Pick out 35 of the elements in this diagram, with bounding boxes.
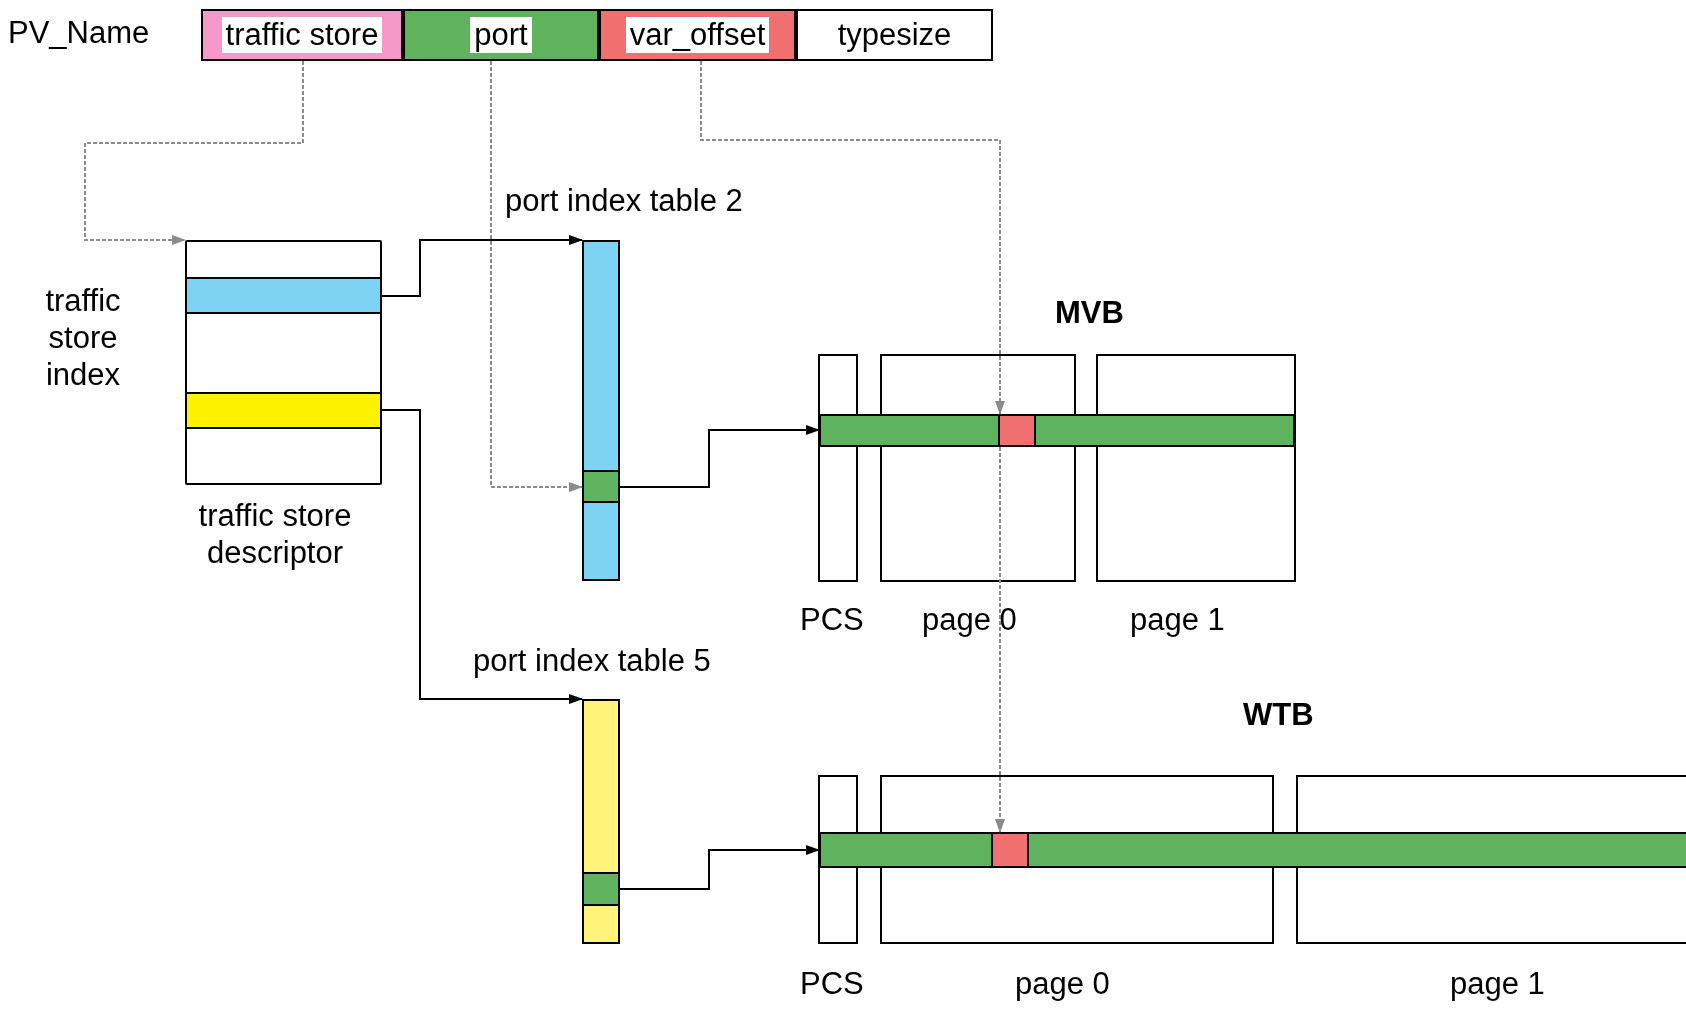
block-label: page 1 bbox=[1130, 602, 1225, 638]
block-label: page 1 bbox=[1450, 966, 1545, 1002]
dotted-arrow bbox=[700, 60, 1005, 415]
node-label: PV_Name bbox=[8, 14, 151, 51]
table-entry bbox=[582, 470, 620, 503]
dotted-arrow bbox=[84, 60, 304, 245]
block-label: page 0 bbox=[922, 602, 1017, 638]
node-label: port index table 2 bbox=[505, 182, 744, 219]
block-label: PCS bbox=[800, 966, 864, 1002]
record-field: traffic store bbox=[201, 9, 403, 61]
record-field: var_offset bbox=[599, 9, 796, 61]
arrow bbox=[619, 425, 820, 488]
table-entry bbox=[582, 872, 620, 906]
table-row bbox=[185, 277, 382, 314]
index-table-column bbox=[582, 240, 620, 581]
index-table-column bbox=[582, 699, 620, 944]
node-label: traffic store descriptor bbox=[197, 497, 353, 571]
node-label: port index table 5 bbox=[473, 642, 712, 679]
dotted-arrow bbox=[995, 446, 1005, 833]
record-field: port bbox=[403, 9, 599, 61]
dotted-arrow bbox=[490, 60, 583, 492]
bus-title: WTB bbox=[1243, 697, 1314, 733]
table-row bbox=[185, 392, 382, 429]
arrow bbox=[381, 409, 583, 704]
record-field: typesize bbox=[796, 9, 993, 61]
arrow bbox=[381, 235, 583, 297]
port-row bbox=[819, 832, 1686, 868]
block-label: page 0 bbox=[1015, 966, 1110, 1002]
arrow bbox=[619, 845, 820, 890]
descriptor-table bbox=[185, 240, 382, 485]
record-box bbox=[201, 9, 993, 61]
port-row bbox=[819, 414, 1295, 447]
node-label: traffic store index bbox=[44, 282, 122, 393]
bus-title: MVB bbox=[1055, 295, 1124, 331]
block-label: PCS bbox=[800, 602, 864, 638]
